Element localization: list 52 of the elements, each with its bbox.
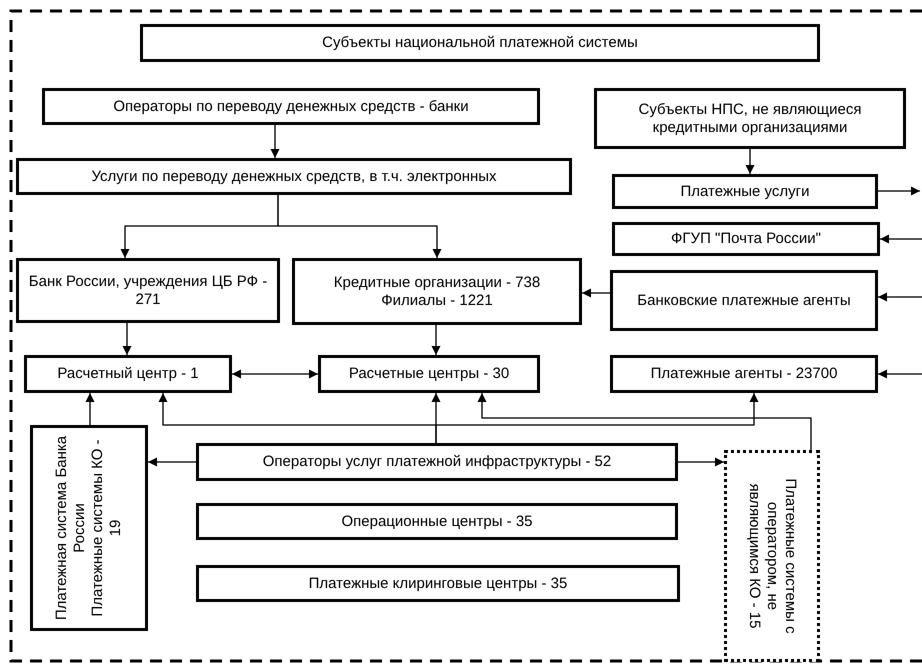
arrow xyxy=(232,370,318,378)
process-box xyxy=(196,565,680,602)
arrow xyxy=(582,288,610,298)
process-box xyxy=(196,443,678,481)
arrow xyxy=(746,149,754,174)
box-label: Платежные услуги xyxy=(680,182,810,200)
box-label: Субъекты национальной платежной системы xyxy=(322,34,638,52)
box-label: Услуги по переводу денежных средств, в т.ч. электронных xyxy=(91,168,497,186)
process-box xyxy=(610,355,878,393)
process-box xyxy=(292,258,582,325)
arrow xyxy=(432,325,440,355)
arrow xyxy=(878,186,920,196)
box-label: Расчетный центр - 1 xyxy=(57,365,199,383)
arrow xyxy=(878,370,922,378)
box-label: Платежные системы КО - 19 xyxy=(89,438,125,619)
process-box xyxy=(16,158,572,195)
box-label: Платежные клиринговые центры - 35 xyxy=(308,574,568,592)
process-box xyxy=(196,503,678,540)
arrow xyxy=(122,323,132,355)
process-box xyxy=(16,258,280,323)
process-box xyxy=(612,222,880,256)
arrow xyxy=(86,393,94,425)
process-box xyxy=(594,88,906,149)
process-box xyxy=(140,24,820,62)
process-box xyxy=(30,425,148,631)
box-label: ФГУП "Почта России" xyxy=(671,230,821,248)
arrow xyxy=(277,195,442,258)
arrow xyxy=(678,458,724,466)
arrow xyxy=(435,393,758,443)
box-label: Банк России, учреждения ЦБ РФ - 271 xyxy=(28,272,268,308)
box-label: Операционные центры - 35 xyxy=(341,512,533,530)
process-box xyxy=(42,88,540,125)
process-box xyxy=(318,355,540,393)
process-box xyxy=(24,355,232,393)
box-label: Субъекты НПС, не являющиеся кредитными организациями xyxy=(638,100,862,136)
box-label: Платежные системы с оператором, не являющимся КО - 15 xyxy=(745,477,799,636)
process-box xyxy=(610,270,878,331)
box-label: Банковские платежные агенты xyxy=(637,292,851,310)
arrow xyxy=(148,458,196,466)
arrow xyxy=(478,393,812,450)
box-label: Операторы по переводу денежных средств - банки xyxy=(113,98,469,116)
box-label: Расчетные центры - 30 xyxy=(348,365,510,383)
box-label: Платежные агенты - 23700 xyxy=(650,365,838,383)
box-label: Платежная система Банка России xyxy=(53,434,89,622)
arrow xyxy=(270,125,280,158)
box-label: Операторы услуг платежной инфраструктуры - 52 xyxy=(262,453,612,471)
box-label: Филиалы - 1221 xyxy=(381,292,493,310)
arrow xyxy=(880,234,922,244)
process-box xyxy=(612,174,878,209)
box-label: Кредитные организации - 738 xyxy=(334,274,540,292)
dotted-box xyxy=(724,450,820,662)
arrow xyxy=(878,292,922,302)
